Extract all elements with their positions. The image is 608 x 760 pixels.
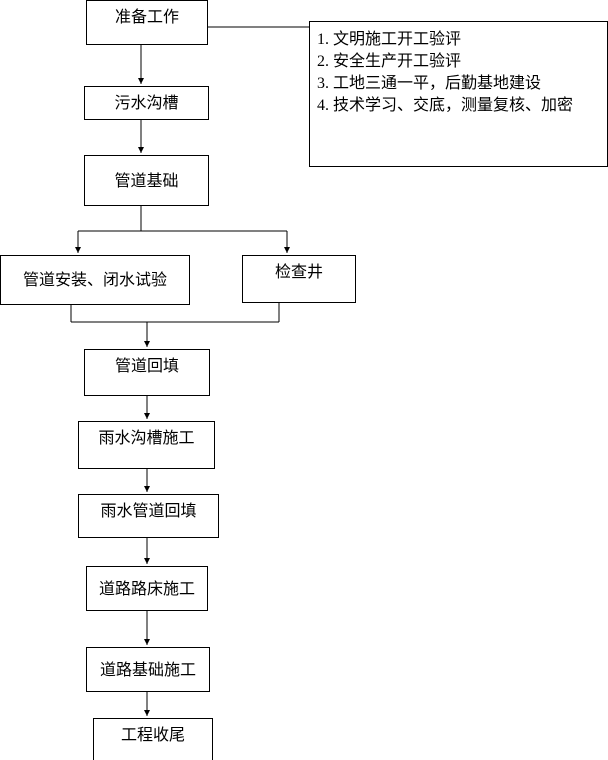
note-item: 2. 安全生产开工验评	[317, 53, 462, 70]
step-road-base: 道路基础施工	[86, 647, 210, 692]
step-road-bed: 道路路床施工	[86, 566, 208, 611]
step-pipe-install: 管道安装、闭水试验	[0, 255, 190, 305]
step-sewage-trench: 污水沟槽	[84, 86, 209, 120]
note-item: 4. 技术学习、交底，测量复核、加密	[317, 97, 574, 114]
step-rain-trench: 雨水沟槽施工	[78, 421, 215, 469]
step-prepare: 准备工作	[86, 0, 208, 45]
notes-box: 1. 文明施工开工验评 2. 安全生产开工验评 3. 工地三通一平，后勤基地建设…	[309, 21, 608, 167]
step-finish: 工程收尾	[93, 718, 213, 760]
note-item: 1. 文明施工开工验评	[317, 31, 462, 48]
step-pipe-backfill: 管道回填	[84, 349, 210, 396]
note-item: 3. 工地三通一平，后勤基地建设	[317, 75, 542, 92]
step-inspection-well: 检查井	[242, 255, 356, 303]
step-pipe-foundation: 管道基础	[84, 155, 209, 206]
step-rain-pipe-backfill: 雨水管道回填	[78, 494, 219, 538]
